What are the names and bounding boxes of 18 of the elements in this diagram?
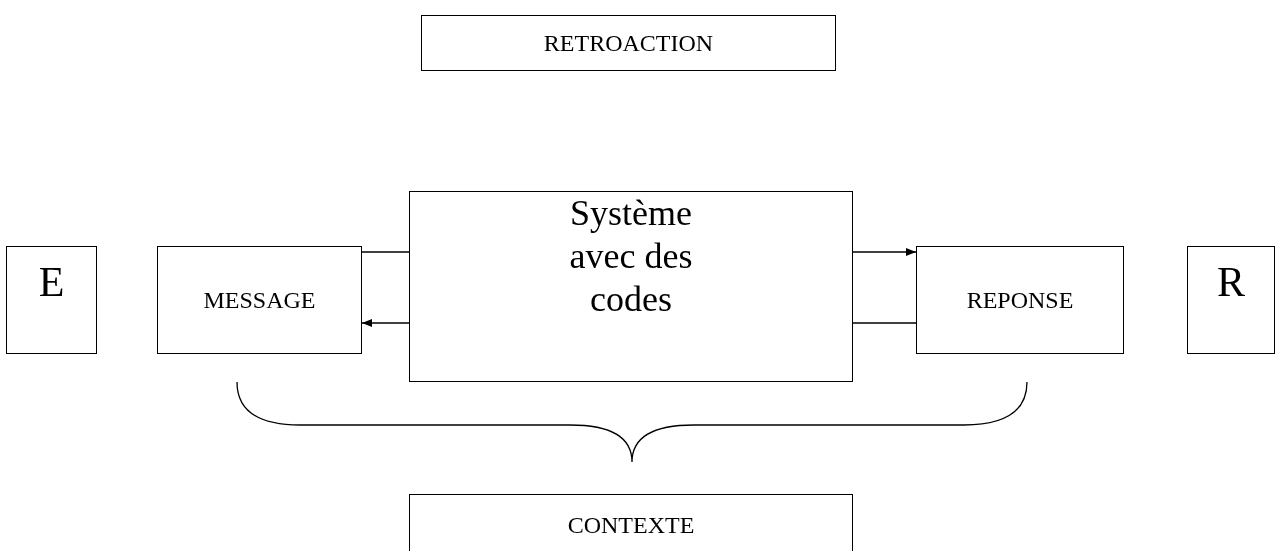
box-label: Système avec des codes xyxy=(568,192,694,322)
connector-line xyxy=(852,322,917,324)
box-label: REPONSE xyxy=(966,286,1074,315)
text-box xyxy=(421,15,836,71)
text-box xyxy=(157,246,362,354)
text-box xyxy=(6,246,97,354)
box-label: E xyxy=(38,258,65,307)
arrow xyxy=(361,319,410,327)
text-box xyxy=(409,494,853,551)
box-label: RETROACTION xyxy=(543,29,714,58)
text-box xyxy=(409,191,853,382)
text-box xyxy=(1187,246,1275,354)
connector-line xyxy=(361,251,410,253)
box-label: MESSAGE xyxy=(203,286,316,315)
arrow xyxy=(852,248,917,256)
text-box xyxy=(916,246,1124,354)
box-label: R xyxy=(1217,258,1245,307)
box-label: CONTEXTE xyxy=(567,511,695,540)
